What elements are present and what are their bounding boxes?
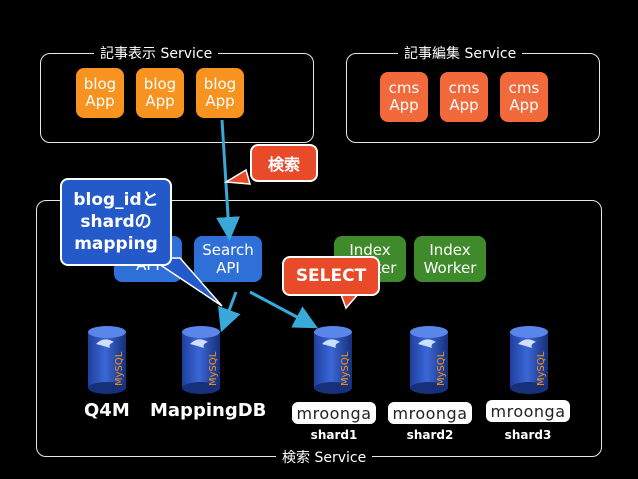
search-callout: 検索 <box>250 144 318 182</box>
db-cylinder-shard2: MySQL <box>410 326 448 394</box>
db-cylinder-shard1: MySQL <box>314 326 352 394</box>
cylinder-label-mappingdb: MySQL <box>208 351 219 386</box>
cylinder-label-q4m: MySQL <box>114 351 125 386</box>
cms-app-3: cms App <box>500 72 548 122</box>
cms-app-1: cms App <box>380 72 428 122</box>
blog-app-3: blog App <box>196 68 244 118</box>
blog-app-1: blog App <box>76 68 124 118</box>
db-cylinder-q4m: MySQL <box>88 326 126 394</box>
mappingdb-label: MappingDB <box>150 400 267 421</box>
arrow-blog-to-search <box>216 119 241 241</box>
search-callout-tail <box>223 168 252 185</box>
db-cylinder-shard3: MySQL <box>510 326 548 394</box>
mroonga-logo-text-1: mroonga <box>296 403 372 423</box>
mroonga-logo-text-3: mroonga <box>490 401 566 421</box>
cylinder-label-shard2: MySQL <box>436 351 447 386</box>
cylinder-label-shard3: MySQL <box>536 351 547 386</box>
mroonga-logo-text-2: mroonga <box>392 403 468 423</box>
cms-app-2: cms App <box>440 72 488 122</box>
shard3-label: shard3 <box>504 428 552 442</box>
arrow-search-to-mappingdb <box>218 291 241 333</box>
cylinder-label-shard1: MySQL <box>340 351 351 386</box>
index-worker-box-2: Index Worker <box>414 236 486 282</box>
select-callout: SELECT <box>282 256 380 296</box>
shard2-label: shard2 <box>406 428 454 442</box>
mroonga-logo-3: mroonga <box>486 400 570 422</box>
search-api-box: Search API <box>194 236 262 282</box>
search-service-title: 検索 Service <box>276 447 373 467</box>
edit-service-title: 記事編集 Service <box>398 43 523 63</box>
mapping-callout: blog_idと shardの mapping <box>60 178 172 266</box>
shard1-label: shard1 <box>310 428 358 442</box>
display-service-title: 記事表示 Service <box>94 43 219 63</box>
q4m-label: Q4M <box>84 400 130 421</box>
mroonga-logo-2: mroonga <box>388 402 472 424</box>
db-cylinder-mappingdb: MySQL <box>182 326 220 394</box>
arrow-search-to-shard1 <box>249 290 318 329</box>
mroonga-logo-1: mroonga <box>292 402 376 424</box>
blog-app-2: blog App <box>136 68 184 118</box>
